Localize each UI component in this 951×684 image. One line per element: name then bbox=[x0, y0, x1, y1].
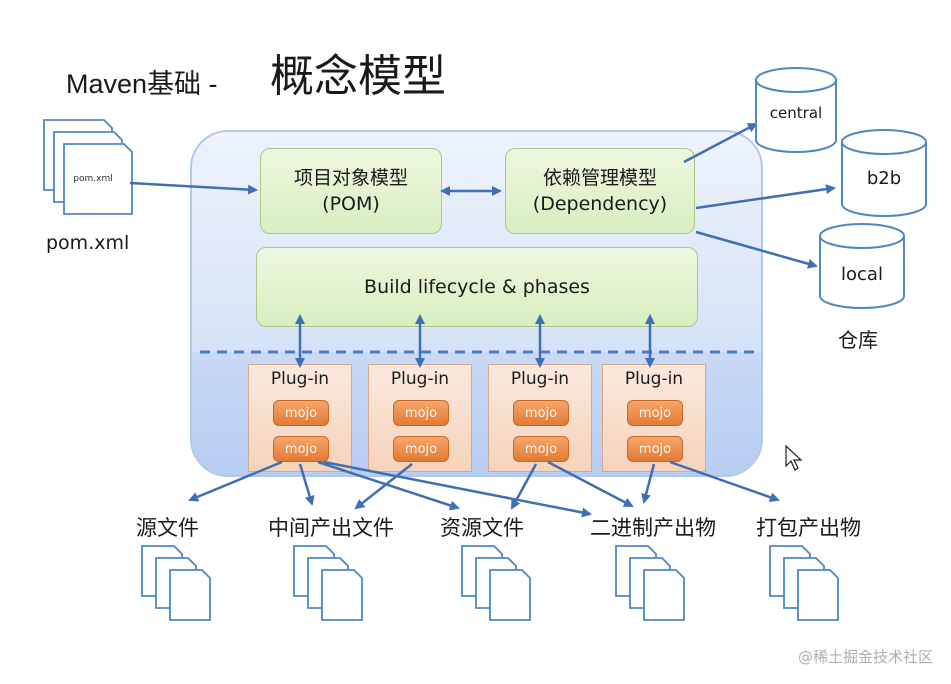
repo-local: local bbox=[820, 264, 904, 290]
arrow-mojo-output bbox=[641, 463, 656, 504]
repo-b2b-label: b2b bbox=[866, 168, 902, 189]
cursor-icon bbox=[785, 444, 803, 471]
arrow-mojo-output bbox=[510, 463, 538, 510]
arrow-mojo-output bbox=[298, 463, 315, 506]
arrow-mojo-output bbox=[323, 460, 592, 518]
arrow-to-central bbox=[683, 122, 758, 164]
output-binary-artifacts: 二进制产出物 bbox=[590, 516, 716, 540]
dependency-model-subtitle: (Dependency) bbox=[532, 193, 668, 215]
page-title: 概念模型 bbox=[270, 51, 446, 102]
pom-model-subtitle: (POM) bbox=[322, 193, 380, 215]
pom-model-title: 项目对象模型 bbox=[293, 167, 408, 189]
repo-local-label: local bbox=[841, 264, 883, 285]
build-lifecycle-box: Build lifecycle & phases bbox=[256, 247, 698, 327]
mojo-badge: mojo bbox=[627, 436, 683, 462]
title-prefix: Maven基础 - bbox=[66, 69, 218, 99]
plugin-label: Plug-in bbox=[270, 369, 330, 389]
binary-outputs-icon bbox=[616, 546, 684, 620]
pom-file-label: pom.xml bbox=[46, 232, 130, 254]
repo-central: central bbox=[756, 104, 836, 128]
arrow-to-local bbox=[695, 230, 818, 269]
arrow-mojo-output bbox=[188, 460, 283, 502]
mojo-badge: mojo bbox=[627, 400, 683, 426]
repository-caption: 仓库 bbox=[838, 328, 878, 352]
plugin-box: Plug-in mojo mojo bbox=[602, 364, 706, 472]
resource-files-icon bbox=[462, 546, 530, 620]
output-intermediate-files: 中间产出文件 bbox=[268, 516, 394, 540]
pom-file-icon bbox=[43, 119, 133, 215]
arrow-mojo-output bbox=[317, 460, 460, 511]
package-outputs-icon bbox=[770, 546, 838, 620]
mojo-badge: mojo bbox=[393, 400, 449, 426]
arrow-pom-to-model bbox=[129, 181, 258, 195]
output-source-files: 源文件 bbox=[136, 516, 199, 540]
plugin-box: Plug-in mojo mojo bbox=[368, 364, 472, 472]
plugin-label: Plug-in bbox=[390, 369, 450, 389]
output-resource-files: 资源文件 bbox=[440, 516, 524, 540]
repo-central-label: central bbox=[769, 104, 823, 122]
pom-model-box: 项目对象模型 (POM) bbox=[260, 148, 442, 234]
mojo-badge: mojo bbox=[273, 436, 329, 462]
watermark: @稀土掘金技术社区 bbox=[797, 648, 933, 666]
build-lifecycle-label: Build lifecycle & phases bbox=[364, 276, 590, 298]
arrow-mojo-output bbox=[354, 463, 413, 510]
arrow-to-b2b bbox=[695, 184, 836, 210]
repo-b2b: b2b bbox=[842, 168, 926, 194]
arrow-mojo-output bbox=[669, 460, 780, 503]
plugin-box: Plug-in mojo mojo bbox=[488, 364, 592, 472]
pom-file-icon-label: pom.xml bbox=[73, 174, 113, 184]
source-files-icon bbox=[142, 546, 210, 620]
output-package-artifacts: 打包产出物 bbox=[756, 516, 861, 540]
mojo-badge: mojo bbox=[513, 436, 569, 462]
mojo-badge: mojo bbox=[273, 400, 329, 426]
mojo-badge: mojo bbox=[393, 436, 449, 462]
plugin-label: Plug-in bbox=[624, 369, 684, 389]
mojo-badge: mojo bbox=[513, 400, 569, 426]
dependency-model-box: 依赖管理模型 (Dependency) bbox=[505, 148, 695, 234]
dependency-model-title: 依赖管理模型 bbox=[542, 167, 657, 189]
plugin-label: Plug-in bbox=[510, 369, 570, 389]
arrow-mojo-output bbox=[547, 460, 634, 508]
repo-cylinders bbox=[755, 67, 927, 309]
intermediate-files-icon bbox=[294, 546, 362, 620]
